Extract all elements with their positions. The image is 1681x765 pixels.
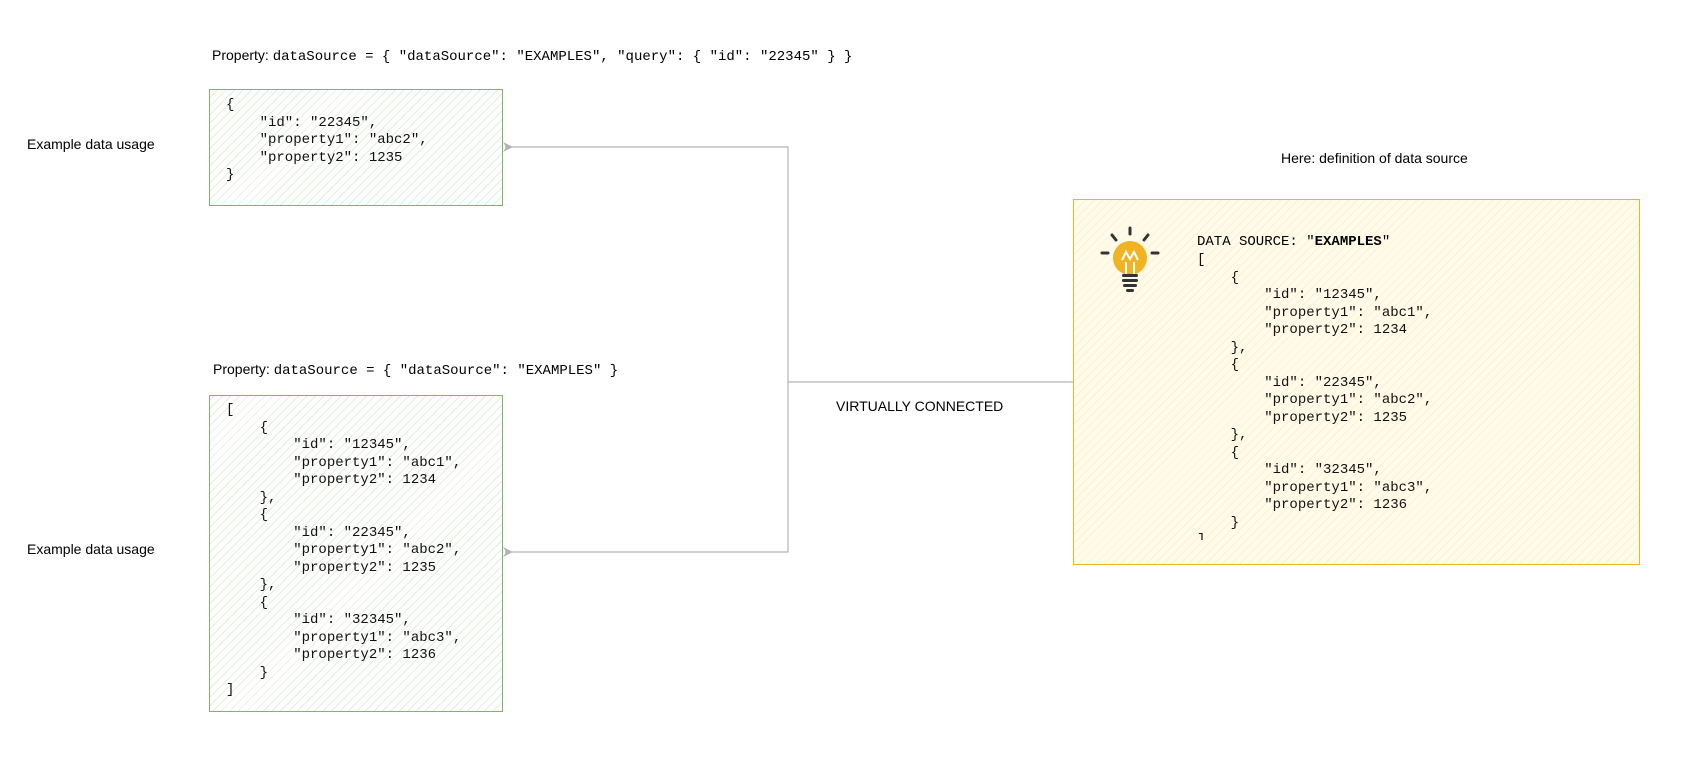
data-source-json: [ { "id": "12345", "property1": "abc1", … bbox=[1197, 252, 1433, 540]
data-source-title-suffix: " bbox=[1381, 234, 1391, 250]
bottom-example-json: [ { "id": "12345", "property1": "abc1", … bbox=[226, 402, 462, 698]
bottom-property-prefix: Property: bbox=[213, 361, 274, 377]
bottom-side-label: Example data usage bbox=[27, 541, 155, 557]
top-property-caption: Property: dataSource = { "dataSource": "… bbox=[212, 47, 852, 65]
connector-to-top-box bbox=[503, 142, 1073, 383]
top-property-prefix: Property: bbox=[212, 47, 273, 63]
data-source-title: DATA SOURCE: "EXAMPLES" bbox=[1197, 234, 1390, 250]
data-source-title-prefix: DATA SOURCE: " bbox=[1197, 234, 1315, 250]
top-side-label: Example data usage bbox=[27, 136, 155, 152]
top-example-json: { "id": "22345", "property1": "abc2", "p… bbox=[226, 97, 428, 183]
bottom-property-code: dataSource = { "dataSource": "EXAMPLES" … bbox=[273, 363, 619, 379]
data-source-box: DATA SOURCE: "EXAMPLES" [ { "id": "12345… bbox=[1073, 199, 1640, 565]
data-source-caption: Here: definition of data source bbox=[1281, 150, 1468, 166]
lightbulb-icon bbox=[1098, 226, 1162, 296]
connector-to-bottom-box bbox=[503, 382, 789, 557]
bottom-property-caption: Property: dataSource = { "dataSource": "… bbox=[213, 361, 618, 379]
data-source-json-clip: [ { "id": "12345", "property1": "abc1", … bbox=[1197, 252, 1617, 540]
top-property-code: dataSource = { "dataSource": "EXAMPLES",… bbox=[272, 49, 853, 65]
data-source-title-name: EXAMPLES bbox=[1314, 234, 1382, 250]
bottom-example-box: [ { "id": "12345", "property1": "abc1", … bbox=[209, 395, 503, 712]
top-example-box: { "id": "22345", "property1": "abc2", "p… bbox=[209, 89, 503, 206]
connector-label: VIRTUALLY CONNECTED bbox=[836, 398, 1004, 414]
